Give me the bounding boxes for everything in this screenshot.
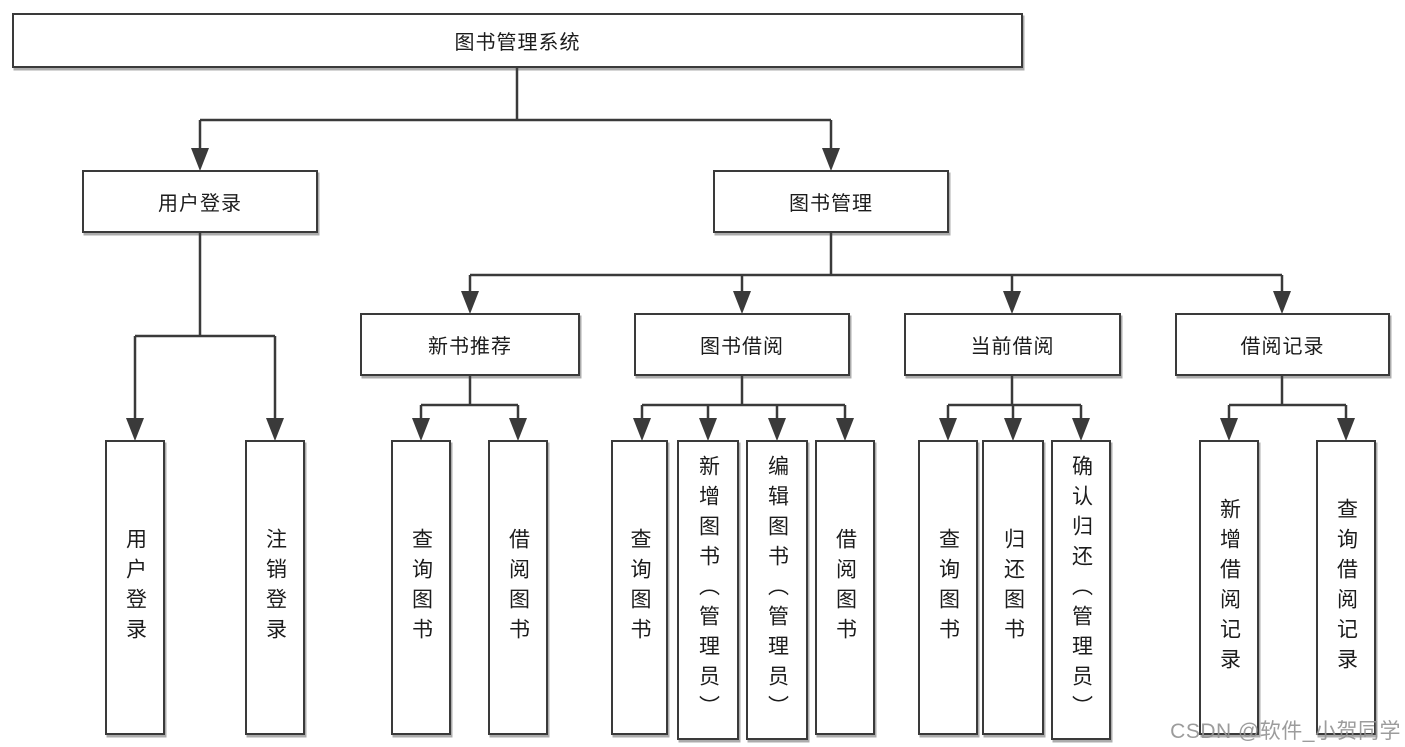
node-book-mgmt: 图书管理 [713,170,949,233]
node-book-borrow-label: 图书借阅 [700,336,784,358]
arrow-down-icon [836,418,854,441]
leaf-add-book-admin-label: 新增图书（管理员） [696,455,720,725]
leaf-edit-book-admin: 编辑图书（管理员） [746,440,808,740]
node-root-label: 图书管理系统 [454,32,581,54]
arrow-down-icon [1004,418,1022,441]
connector-book-borrow-to-leaves [633,376,854,441]
leaf-logout: 注销登录 [245,440,305,735]
node-user-login: 用户登录 [82,170,318,233]
leaf-confirm-return-admin-label: 确认归还（管理员） [1069,455,1093,725]
leaf-current-query-label: 查询图书 [936,527,960,648]
arrow-down-icon [733,291,751,314]
leaf-query-borrow-record: 查询借阅记录 [1316,440,1376,735]
arrow-down-icon [768,418,786,441]
leaf-add-book-admin: 新增图书（管理员） [677,440,739,740]
arrow-down-icon [633,418,651,441]
leaf-borrow-book-label: 借阅图书 [833,527,857,648]
connector-book-mgmt-to-level3 [461,233,1291,314]
arrow-down-icon [126,418,144,441]
arrow-down-icon [461,291,479,314]
node-root: 图书管理系统 [12,13,1023,68]
csdn-watermark: CSDN @软件_小贺同学 [1170,720,1401,743]
arrow-down-icon [412,418,430,441]
arrow-down-icon [1337,418,1355,441]
arrow-down-icon [1220,418,1238,441]
connector-user-login-to-leaves [126,233,284,441]
node-book-borrow: 图书借阅 [634,313,850,376]
arrow-down-icon [699,418,717,441]
connector-current-borrow-to-leaves [939,376,1090,441]
leaf-borrow-query-label: 查询图书 [628,527,651,648]
node-current-borrow-label: 当前借阅 [970,336,1055,358]
node-user-login-label: 用户登录 [158,193,242,215]
leaf-newbook-borrow-label: 借阅图书 [506,527,530,648]
leaf-add-borrow-record-label: 新增借阅记录 [1217,497,1241,678]
leaf-edit-book-admin-label: 编辑图书（管理员） [765,455,789,725]
leaf-user-login-label: 用户登录 [123,527,147,648]
node-new-book-rec-label: 新书推荐 [428,336,512,358]
connector-borrow-record-to-leaves [1220,376,1355,441]
connector-root-to-level2 [191,68,840,171]
leaf-add-borrow-record: 新增借阅记录 [1199,440,1259,735]
arrow-down-icon [191,148,209,171]
arrow-down-icon [1003,291,1021,314]
leaf-newbook-query: 查询图书 [391,440,451,735]
leaf-query-borrow-record-label: 查询借阅记录 [1334,497,1358,678]
arrow-down-icon [266,418,284,441]
connector-new-book-to-leaves [412,376,527,441]
leaf-return-book: 归还图书 [982,440,1044,735]
leaf-borrow-book: 借阅图书 [815,440,875,735]
leaf-return-book-label: 归还图书 [1001,527,1025,648]
leaf-newbook-borrow: 借阅图书 [488,440,548,735]
arrow-down-icon [509,418,527,441]
arrow-down-icon [1273,291,1291,314]
node-book-mgmt-label: 图书管理 [789,193,873,215]
node-current-borrow: 当前借阅 [904,313,1121,376]
node-borrow-record-label: 借阅记录 [1240,336,1325,358]
node-new-book-rec: 新书推荐 [360,313,580,376]
leaf-borrow-query: 查询图书 [611,440,668,735]
arrow-down-icon [1072,418,1090,441]
arrow-down-icon [939,418,957,441]
leaf-user-login: 用户登录 [105,440,165,735]
leaf-confirm-return-admin: 确认归还（管理员） [1051,440,1111,740]
arrow-down-icon [822,148,840,171]
leaf-logout-label: 注销登录 [263,527,287,648]
node-borrow-record: 借阅记录 [1175,313,1390,376]
leaf-current-query: 查询图书 [918,440,978,735]
leaf-newbook-query-label: 查询图书 [409,527,433,648]
